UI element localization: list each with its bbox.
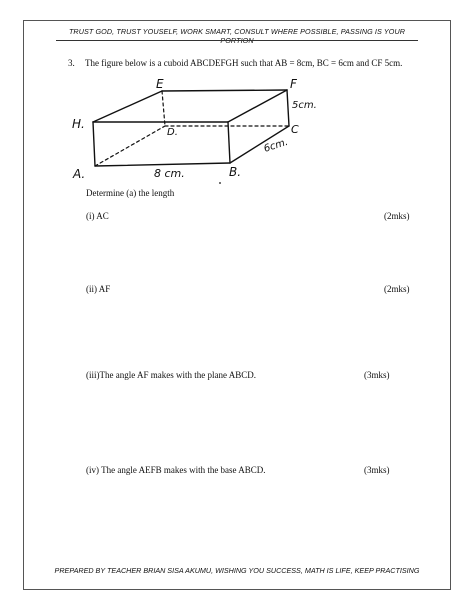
edge-he (92, 90, 163, 123)
page-header: TRUST GOD, TRUST YOUSELF, WORK SMART, CO… (68, 27, 406, 45)
edge-ab (94, 162, 231, 167)
edge-bc (229, 125, 290, 164)
label-c: C (291, 123, 299, 136)
question-number: 3. (68, 58, 75, 68)
edge-ef (161, 89, 288, 92)
part-iv-label: (iv) The angle AEFB makes with the base … (86, 465, 266, 475)
header-rule (56, 40, 418, 41)
hidden-edge-ad (94, 125, 166, 167)
label-a: A. (72, 167, 85, 181)
label-f: F (290, 77, 298, 91)
page-footer: PREPARED BY TEACHER BRIAN SISA AKUMU, WI… (54, 566, 420, 575)
part-i-label: (i) AC (86, 211, 109, 221)
edge-ha (92, 121, 96, 167)
part-iii-marks: (3mks) (364, 370, 390, 380)
edge-fc (286, 89, 290, 127)
figure-dot (219, 182, 221, 184)
edge-gf (227, 89, 288, 123)
edge-bg (227, 121, 231, 164)
page-border (23, 20, 451, 590)
question-text: The figure below is a cuboid ABCDEFGH su… (85, 58, 403, 68)
label-cf-length: 5cm. (292, 100, 317, 111)
question-prompt: Determine (a) the length (86, 188, 175, 198)
label-h: H. (72, 117, 85, 131)
label-e: E (156, 77, 164, 91)
hidden-edge-ed (161, 90, 166, 127)
part-i-marks: (2mks) (384, 211, 410, 221)
part-ii-marks: (2mks) (384, 284, 410, 294)
cuboid-figure: H. E F D. C A. B. 5cm. 6cm. 8 cm. (72, 77, 317, 184)
part-iv-marks: (3mks) (364, 465, 390, 475)
part-ii-label: (ii) AF (86, 284, 111, 294)
label-b: B. (229, 165, 241, 179)
part-iii-label: (iii)The angle AF makes with the plane A… (86, 370, 256, 380)
label-d: D. (167, 127, 178, 138)
label-ab-length: 8 cm. (154, 167, 185, 180)
